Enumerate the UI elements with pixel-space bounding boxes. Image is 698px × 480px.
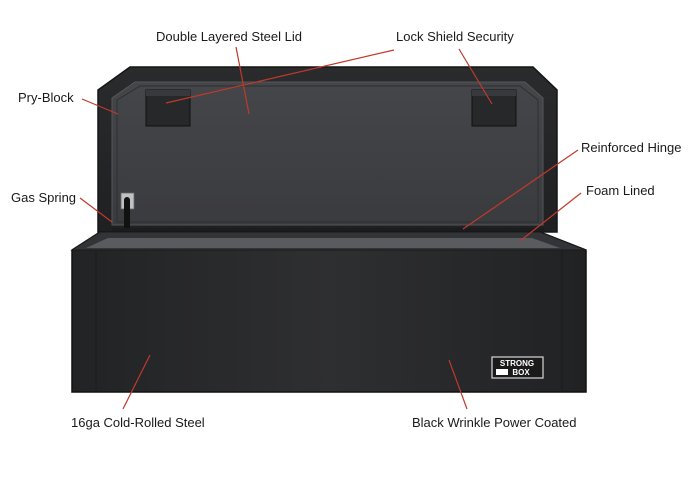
callout-steel: 16ga Cold-Rolled Steel [71, 415, 205, 430]
leader-lid [235, 46, 250, 115]
callout-lock: Lock Shield Security [396, 29, 514, 44]
pry-block-right [471, 89, 517, 127]
leader-lock-a [165, 49, 395, 104]
pry-block-left [145, 89, 191, 127]
callout-gas: Gas Spring [11, 190, 77, 205]
leader-pry [81, 98, 119, 115]
brand-badge: STRONG BOX [491, 356, 544, 379]
leader-steel [122, 354, 151, 410]
leader-lock-b [458, 48, 493, 105]
leader-coating [448, 359, 468, 410]
leader-hinge [462, 149, 579, 230]
leader-gas [79, 197, 113, 223]
badge-text-2: BOX [512, 368, 530, 377]
callout-hinge: Reinforced Hinge [581, 140, 682, 155]
callout-coating: Black Wrinkle Power Coated [412, 415, 577, 430]
leader-foam [519, 192, 582, 242]
lid [97, 66, 558, 233]
callout-lid: Double Layered Steel Lid [156, 29, 302, 44]
callout-pry: Pry-Block [18, 90, 74, 105]
callout-foam: Foam Lined [586, 183, 655, 198]
badge-text-1: STRONG [500, 359, 534, 368]
box-body [70, 231, 587, 393]
